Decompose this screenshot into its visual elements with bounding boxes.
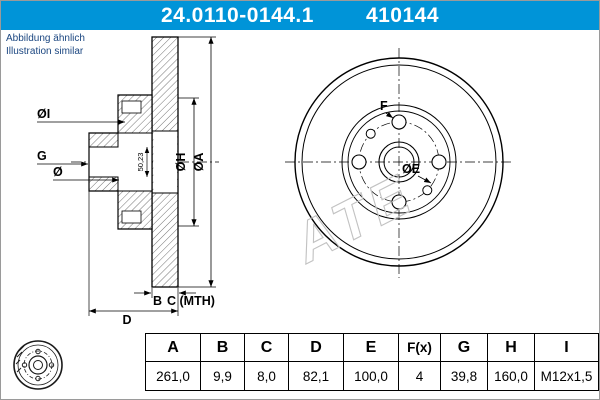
value-cell: M12x1,5 [534,361,599,391]
hat-inner-circle [347,110,451,214]
label-f: F [380,99,388,113]
value-cell: 261,0 [145,361,201,391]
bolt-hole [431,154,447,170]
section-view: 50,23 ØI G Ø ØH ØA B [37,36,219,327]
catalog-number: 410144 [365,3,440,27]
header-cell: D [288,333,344,362]
header-cell: H [487,333,535,362]
center-bore-inner-circle [383,146,415,178]
similarity-note-en: Illustration similar [6,45,84,57]
dimension-table: A B C D E F(x) G H I 261,0 9,9 8,0 82,1 … [145,333,599,391]
part-number: 24.0110-0144.1 [160,3,314,27]
value-cell: 8,0 [244,361,289,391]
locating-hole [422,185,433,196]
label-bore-dim: 50,23 [136,153,145,172]
bolt-hole [351,154,367,170]
table-header-row: A B C D E F(x) G H I [145,333,599,362]
table-value-row: 261,0 9,9 8,0 82,1 100,0 4 39,8 160,0 M1… [145,361,599,391]
value-cell: 39,8 [440,361,488,391]
locating-hole [365,128,376,139]
value-cell: 160,0 [487,361,535,391]
front-view: F ØE [285,48,513,278]
label-dia-h: ØH [174,153,188,172]
header-cell: F(x) [398,333,441,362]
brake-disc-icon [13,340,63,390]
header-cell: I [534,333,599,362]
header-cell: A [145,333,201,362]
label-dia-a: ØA [192,153,206,172]
label-b: B [153,294,162,308]
center-bore [153,131,177,193]
header-cell: G [440,333,488,362]
value-cell: 9,9 [200,361,245,391]
similarity-note: Abbildung ähnlich Illustration similar [6,33,85,58]
header-cell: B [200,333,245,362]
label-dia-i: ØI [37,107,50,121]
technical-drawing: 50,23 ØI G Ø ØH ØA B [37,36,513,327]
header-bar: 24.0110-0144.1 410144 [1,1,599,30]
similarity-note-de: Abbildung ähnlich [6,33,85,44]
header-cell: C [244,333,289,362]
bolt-hole [391,194,407,210]
label-dia: Ø [53,165,63,179]
label-dia-e: ØE [402,162,420,176]
value-cell: 4 [398,361,441,391]
center-bore-circle [378,141,420,183]
stud-hole-bottom [121,210,142,224]
disc-outer-circle [294,57,504,267]
label-c: C (MTH) [167,294,215,308]
label-g: G [37,149,47,163]
hat-outer-circle [341,104,457,220]
bolt-hole [391,114,407,130]
label-d: D [122,313,131,327]
value-cell: 82,1 [288,361,344,391]
stud-hole-top [121,100,142,114]
header-cell: E [343,333,399,362]
disc-chamfer-circle [301,64,497,260]
value-cell: 100,0 [343,361,399,391]
